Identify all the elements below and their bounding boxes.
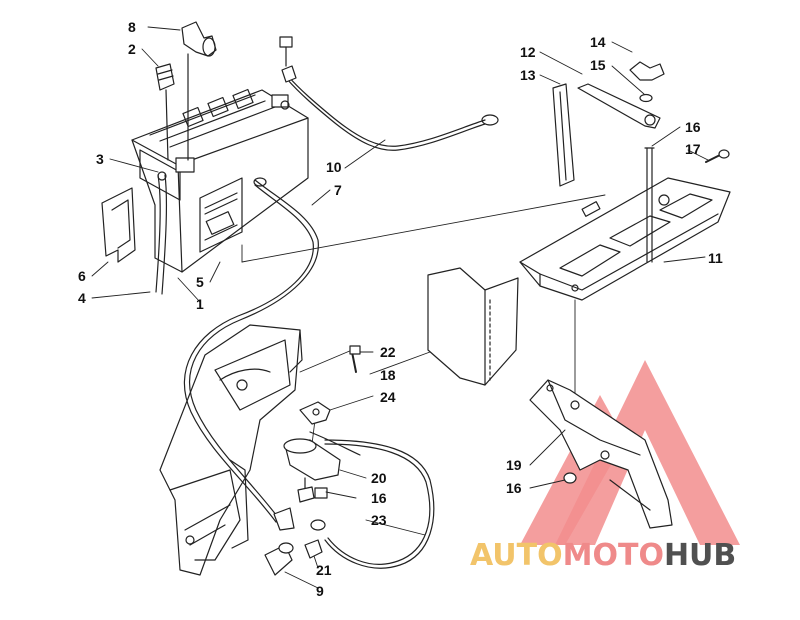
battery-shield [101,187,136,263]
callout-leaders [91,26,709,589]
wing-nut [629,61,665,103]
cable-clamp [299,401,331,425]
callout-12: 12 [520,44,536,60]
battery-cable-positive [279,36,499,151]
callout-22: 22 [380,344,396,360]
callout-5: 5 [196,274,204,290]
callout-24: 24 [380,389,396,405]
callout-7: 7 [334,182,342,198]
watermark-segment-moto: MOTO [562,538,664,573]
battery-tray [519,177,731,301]
callout-3: 3 [96,151,104,167]
battery-cable-negative [183,177,319,531]
callout-9: 9 [316,583,324,599]
watermark-logo-text: AUTOMOTOHUB [470,540,736,572]
callout-23: 23 [371,512,387,528]
mounting-bolt [349,345,361,373]
starter-solenoid [283,431,361,503]
callout-19: 19 [506,457,522,473]
callout-16-bracket: 16 [506,480,522,496]
callout-17: 17 [685,141,701,157]
terminal-boot [181,21,217,161]
lock-nut [304,539,323,559]
vent-tube [155,171,168,295]
callout-18: 18 [380,367,396,383]
callout-20: 20 [371,470,387,486]
battery [131,88,309,273]
callout-8: 8 [128,19,136,35]
callout-10: 10 [326,159,342,175]
hold-down-rod [644,147,655,263]
callout-21: 21 [316,562,332,578]
tray-bracket [529,379,673,529]
chassis-frame [159,324,303,576]
watermark-segment-hub: HUB [663,538,737,573]
callout-16-rod: 16 [685,119,701,135]
callout-11: 11 [708,250,723,266]
callout-13: 13 [520,67,536,83]
callout-16-nut: 16 [371,490,387,506]
callout-15: 15 [590,57,606,73]
nut [314,487,328,499]
callout-4: 4 [78,290,86,306]
screw [658,149,730,206]
callout-6: 6 [78,268,86,284]
ground-cable [310,439,435,569]
vent-fitting [155,63,175,161]
callout-2: 2 [128,41,136,57]
hold-down-strap [552,83,575,187]
clamp-bar [577,83,661,129]
callout-14: 14 [590,34,606,50]
rear-shield [427,267,519,386]
terminal-sleeve [264,542,294,576]
watermark-segment-auto: AUTO [470,538,563,573]
callout-1: 1 [196,296,204,312]
